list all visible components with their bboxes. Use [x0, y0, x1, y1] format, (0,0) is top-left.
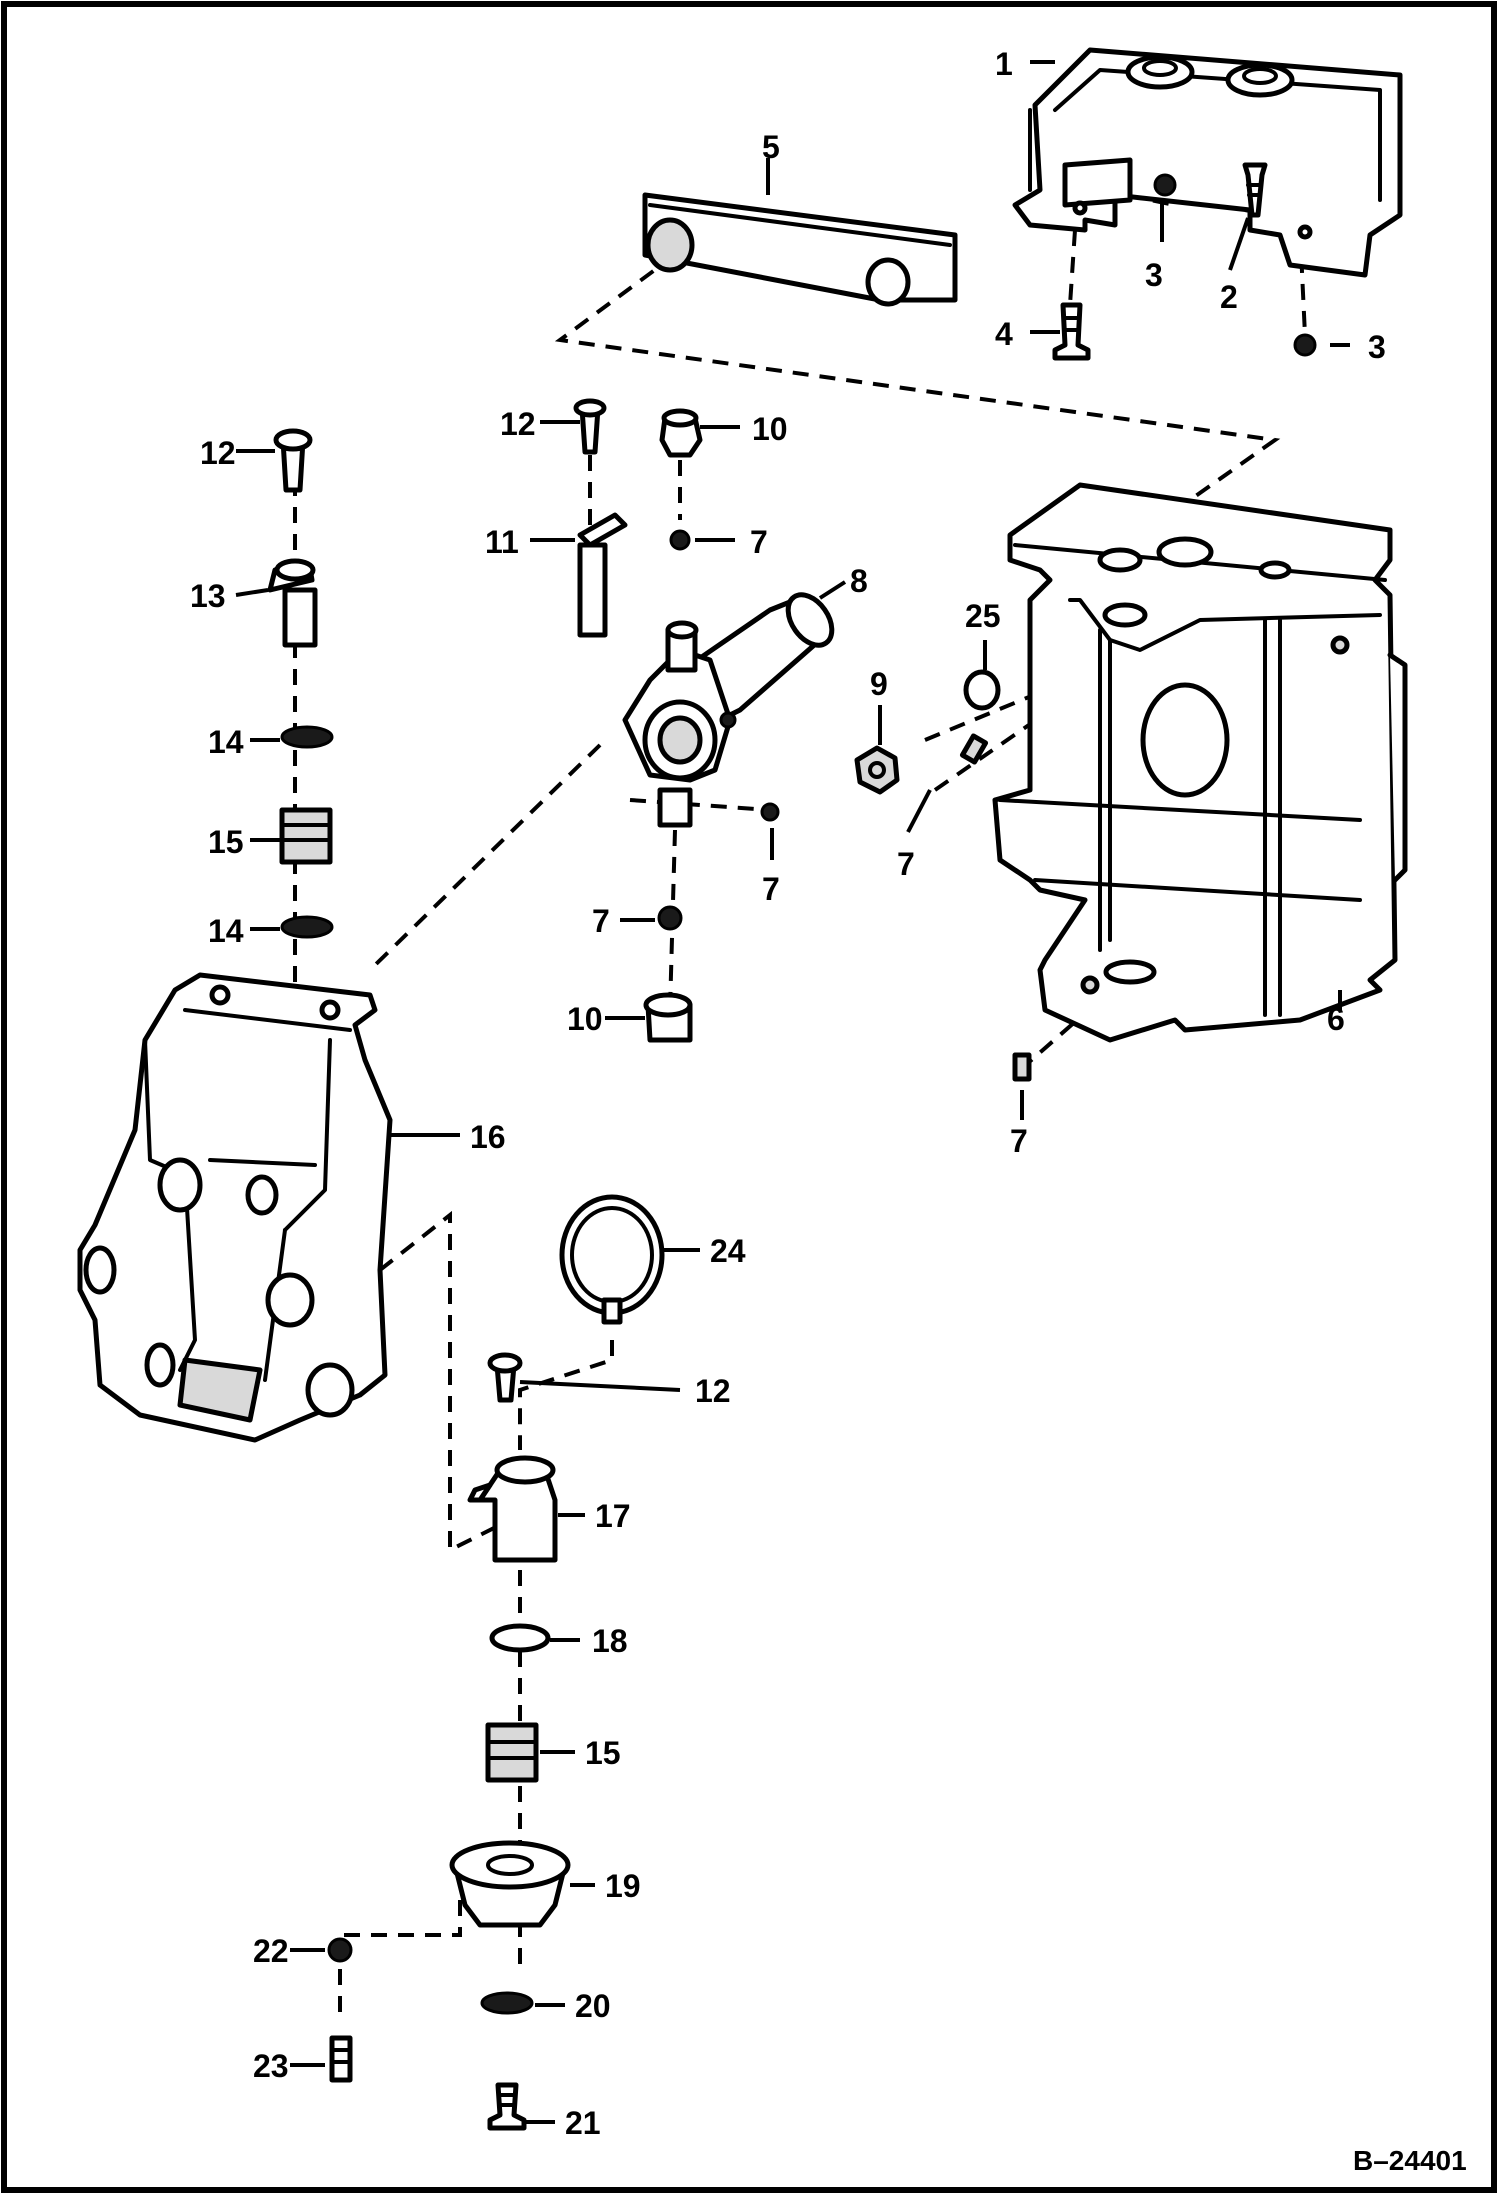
callout-14: 14 — [208, 724, 244, 760]
callout-10: 10 — [567, 1001, 603, 1037]
callout-22: 22 — [253, 1933, 289, 1969]
callout-15: 15 — [208, 824, 244, 860]
part-25-washer — [963, 669, 1001, 711]
callout-14: 14 — [208, 913, 244, 949]
callout-18: 18 — [592, 1623, 628, 1659]
callout-7: 7 — [750, 524, 768, 560]
leader-lines — [235, 60, 1350, 2124]
part-13-pin — [267, 558, 318, 648]
figure-reference-number: B–24401 — [1353, 2145, 1467, 2176]
part-16-bracket — [77, 972, 393, 1443]
part-12-bolts — [273, 398, 607, 1403]
part-9-nut — [854, 745, 900, 795]
part-3-nut-upper — [1153, 173, 1177, 197]
part-14-washer-upper — [280, 725, 334, 749]
part-4-bolt — [1052, 302, 1091, 361]
callout-10: 10 — [752, 411, 788, 447]
callout-20: 20 — [575, 1988, 611, 2024]
callout-17: 17 — [595, 1498, 631, 1534]
callout-24: 24 — [710, 1233, 746, 1269]
callout-19: 19 — [605, 1868, 641, 1904]
part-2-bolt — [1242, 162, 1268, 218]
part-22-plug — [327, 1937, 353, 1963]
part-6-housing — [992, 482, 1408, 1043]
callout-7: 7 — [897, 846, 915, 882]
callout-21: 21 — [565, 2105, 601, 2141]
callout-25: 25 — [965, 598, 1001, 634]
callout-11: 11 — [485, 524, 519, 560]
callout-1: 1 — [995, 46, 1013, 82]
callout-3: 3 — [1368, 329, 1386, 365]
callout-5: 5 — [762, 129, 780, 165]
part-24-ring — [559, 1194, 665, 1325]
part-20-washer — [480, 1991, 534, 2015]
part-5-bar — [642, 192, 958, 307]
callout-23: 23 — [253, 2048, 289, 2084]
callout-7: 7 — [1010, 1123, 1028, 1159]
callout-12: 12 — [200, 435, 236, 471]
part-1-cover — [1012, 47, 1403, 278]
part-3-nut-lower — [1293, 333, 1317, 357]
callout-16: 16 — [470, 1119, 506, 1155]
assembly-lines — [293, 188, 1311, 2020]
part-18-washer — [489, 1623, 551, 1653]
callout-9: 9 — [870, 666, 888, 702]
part-14-washer-lower — [280, 915, 334, 939]
callout-3: 3 — [1145, 257, 1163, 293]
part-19-flange — [449, 1840, 571, 1928]
part-15-bushing-lower — [485, 1722, 539, 1783]
callout-8: 8 — [850, 563, 868, 599]
callout-13: 13 — [190, 578, 226, 614]
part-23-bolt — [329, 2035, 353, 2083]
callout-7: 7 — [762, 871, 780, 907]
part-17-fitting — [467, 1455, 558, 1563]
part-21-bolt — [487, 2082, 527, 2131]
callout-12: 12 — [695, 1373, 731, 1409]
callout-12: 12 — [500, 406, 536, 442]
callout-6: 6 — [1327, 1001, 1345, 1037]
part-8-cylinder — [622, 592, 835, 828]
callout-2: 2 — [1220, 279, 1238, 315]
callout-4: 4 — [995, 316, 1013, 352]
part-10-caps — [643, 408, 703, 1043]
part-15-bushing-upper — [279, 807, 333, 865]
callout-7: 7 — [592, 903, 610, 939]
part-11-pin — [577, 512, 628, 638]
callout-labels: 1 5 3 2 4 3 12 12 10 11 7 8 13 25 9 14 1… — [190, 46, 1386, 2141]
part-7-fittings — [657, 529, 1032, 1082]
callout-15: 15 — [585, 1735, 621, 1771]
